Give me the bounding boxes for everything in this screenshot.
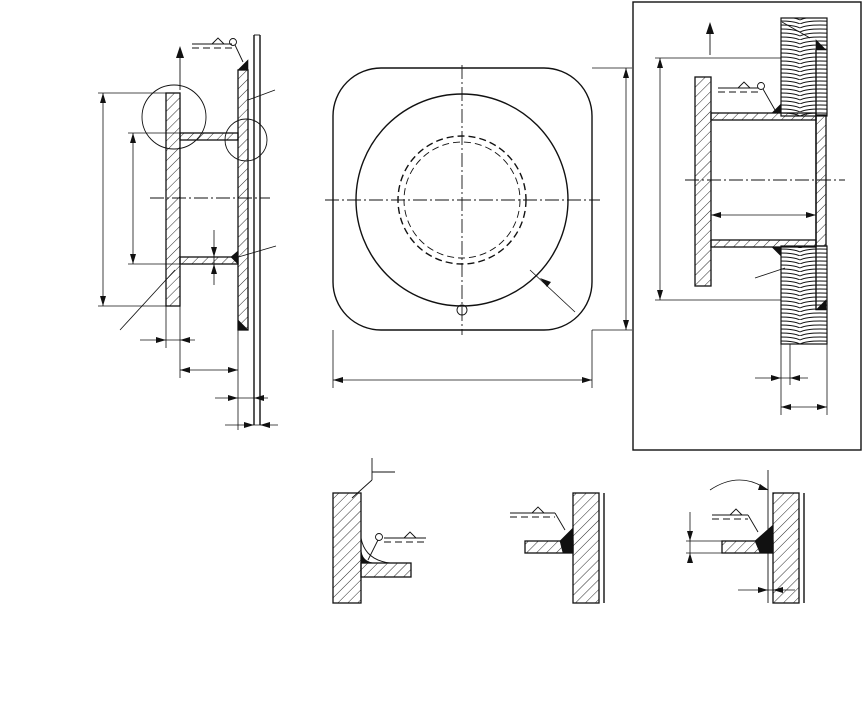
detail-weld-b	[510, 492, 605, 604]
detail-circle	[224, 118, 268, 162]
weld-fillet	[559, 527, 574, 554]
detail-weld-c	[686, 470, 805, 604]
weld-mark	[237, 59, 249, 71]
flange-plate	[332, 492, 362, 604]
tube-wall-bottom	[710, 239, 817, 248]
tube-wall-top	[179, 132, 239, 141]
insulation-top	[780, 17, 828, 117]
insulation-bottom	[780, 245, 828, 345]
wall-plate	[572, 492, 600, 604]
alternative-section-view-with-insulation	[632, 1, 862, 451]
view-frame	[632, 1, 862, 451]
drain-hole	[456, 304, 468, 316]
detail-circle	[141, 84, 207, 150]
front-view	[325, 65, 632, 388]
flange-plate	[694, 76, 712, 287]
tube-wall-bottom	[179, 256, 239, 265]
weld-mark	[771, 103, 782, 114]
square-flange-outline	[332, 67, 593, 331]
side-section-view	[98, 34, 278, 430]
wall-plate	[772, 492, 800, 604]
right-wall-plate	[237, 69, 249, 331]
leader-line	[234, 245, 277, 259]
weld-fillet	[360, 547, 377, 564]
left-flange-plate	[165, 92, 181, 307]
detail-weld-a	[332, 458, 426, 604]
tube-wall-top	[710, 112, 817, 121]
wall-plate	[815, 114, 827, 247]
leader-line	[119, 269, 176, 331]
weld-fillet	[754, 524, 774, 554]
leader-line	[247, 89, 276, 101]
weld-mark	[237, 319, 249, 331]
radius-leader	[529, 269, 576, 313]
tube-wall	[360, 562, 412, 578]
weld-mark	[771, 246, 782, 257]
